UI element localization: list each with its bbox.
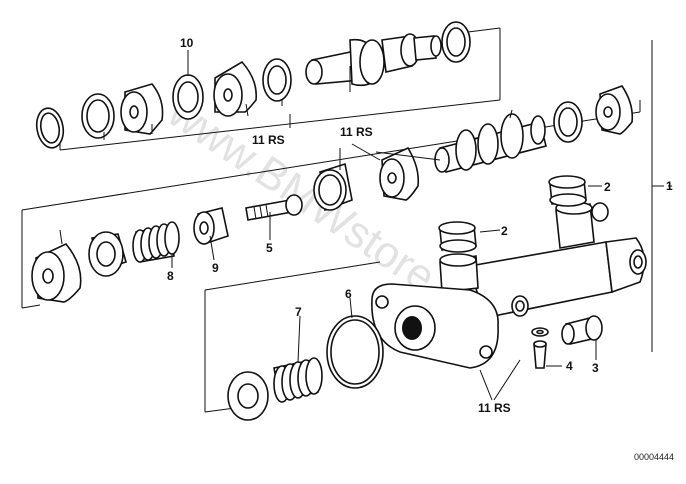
label-11rs-bottom: 11 RS [478,401,511,415]
assembly-bracket-1 [651,40,664,352]
label-4: 4 [566,359,573,373]
label-5: 5 [266,241,273,255]
label-9: 9 [212,261,219,275]
spring-retainer-lower [227,371,269,421]
catalog-number: 00004444 [634,452,674,462]
reservoir-seal-2b [548,175,587,207]
label-3: 3 [592,361,599,375]
label-2b: 2 [604,180,611,194]
spring-7 [273,357,323,403]
label-7: 7 [295,305,302,319]
repair-kit-frame-bottom [204,261,381,413]
top-row-parts [35,21,471,149]
label-11rs-top: 11 RS [252,133,285,147]
label-8: 8 [167,269,174,283]
bleed-screw-4 [531,327,549,369]
lower-left-parts [31,194,303,303]
repair-kit-frame-top [59,27,501,151]
leader-lines [59,50,672,401]
screw-plug-3 [561,315,603,345]
master-cylinder-housing [371,201,647,369]
stop-bolt-5 [245,199,293,221]
label-10: 10 [180,36,194,50]
o-ring-6 [326,315,384,389]
label-2a: 2 [501,224,508,238]
label-6: 6 [345,287,352,301]
label-1: 1 [666,179,673,193]
reservoir-seal-2a [438,221,477,253]
middle-row-parts [313,85,634,212]
label-11rs-mid: 11 RS [340,125,373,139]
